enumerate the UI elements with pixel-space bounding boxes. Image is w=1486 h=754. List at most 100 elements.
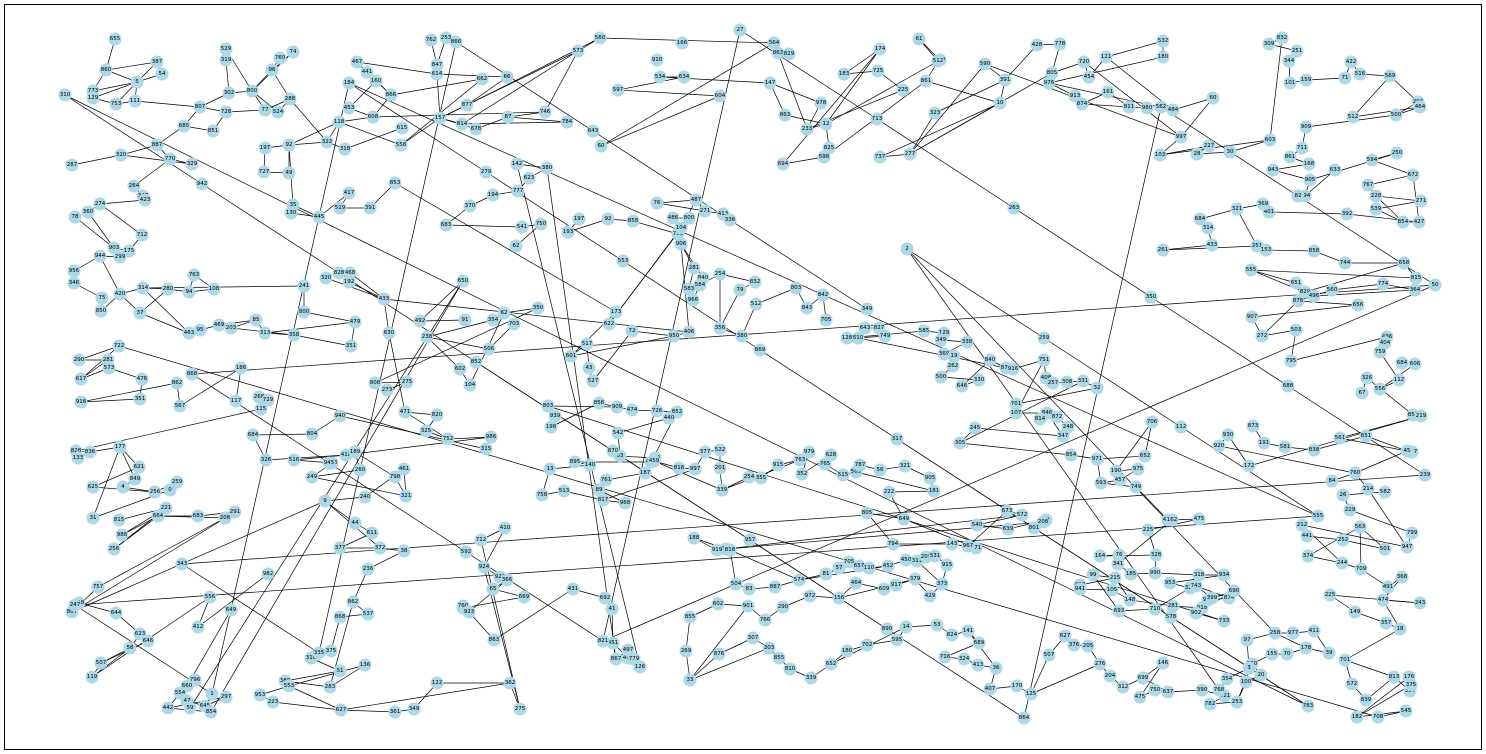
node-circle bbox=[224, 321, 238, 335]
graph-node: 849 bbox=[128, 472, 142, 486]
node-circle bbox=[1361, 482, 1375, 496]
graph-node: 744 bbox=[1338, 256, 1352, 270]
graph-node: 627 bbox=[1058, 629, 1072, 643]
graph-edge bbox=[447, 436, 492, 440]
node-circle bbox=[1075, 97, 1089, 111]
graph-node: 685 bbox=[177, 119, 191, 133]
node-circle bbox=[599, 473, 613, 487]
graph-edge bbox=[1023, 106, 1162, 719]
node-circle bbox=[1390, 146, 1404, 160]
node-label: 279 bbox=[481, 169, 492, 175]
graph-node: 512 bbox=[1346, 110, 1360, 124]
node-label: 750 bbox=[1150, 687, 1161, 693]
node-label: 853 bbox=[390, 180, 401, 186]
node-circle bbox=[99, 63, 113, 77]
node-label: 564 bbox=[769, 40, 780, 46]
node-circle bbox=[218, 511, 232, 525]
node-label: 10 bbox=[997, 100, 1004, 106]
node-circle bbox=[342, 275, 356, 289]
node-label: 804 bbox=[307, 431, 318, 437]
node-label: 977 bbox=[1288, 630, 1299, 636]
node-label: 651 bbox=[1361, 433, 1372, 439]
node-circle bbox=[58, 88, 72, 102]
graph-node: 92 bbox=[282, 138, 296, 152]
node-circle bbox=[249, 313, 263, 327]
graph-node: 321 bbox=[898, 459, 912, 473]
node-circle bbox=[1045, 66, 1059, 80]
node-circle bbox=[273, 51, 287, 65]
graph-node: 222 bbox=[882, 485, 896, 499]
node-circle bbox=[989, 661, 1003, 675]
node-label: 103 bbox=[1155, 152, 1166, 158]
node-label: 153 bbox=[1261, 247, 1272, 253]
node-circle bbox=[193, 100, 207, 114]
graph-node: 84 bbox=[1325, 474, 1339, 488]
node-label: 291 bbox=[230, 509, 241, 515]
graph-edge bbox=[91, 647, 131, 678]
graph-node: 572 bbox=[1345, 677, 1359, 691]
node-label: 100 bbox=[1241, 679, 1252, 685]
node-circle bbox=[112, 513, 126, 527]
node-circle bbox=[1359, 429, 1373, 443]
node-label: 287 bbox=[67, 162, 78, 168]
node-label: 339 bbox=[806, 675, 817, 681]
node-circle bbox=[1042, 76, 1056, 90]
graph-edge bbox=[445, 224, 523, 228]
graph-node: 582 bbox=[1378, 485, 1392, 499]
node-label: 906 bbox=[676, 241, 687, 247]
graph-edge bbox=[838, 578, 916, 599]
graph-node: 354 bbox=[1220, 672, 1234, 686]
node-label: 825 bbox=[824, 145, 835, 151]
graph-edge bbox=[201, 183, 340, 274]
node-label: 325 bbox=[421, 428, 432, 434]
node-label: 507 bbox=[1044, 652, 1055, 658]
graph-node: 578 bbox=[1164, 610, 1178, 624]
graph-edge bbox=[436, 73, 441, 119]
graph-edge bbox=[1117, 519, 1173, 565]
node-label: 65 bbox=[490, 586, 497, 592]
graph-node: 251 bbox=[1290, 44, 1304, 58]
node-circle bbox=[460, 98, 474, 112]
graph-node: 656 bbox=[1351, 298, 1365, 312]
graph-node: 331 bbox=[1076, 374, 1090, 388]
node-label: 79 bbox=[737, 287, 744, 293]
node-label: 869 bbox=[755, 347, 766, 353]
graph-node: 787 bbox=[853, 458, 867, 472]
node-circle bbox=[937, 347, 951, 361]
node-label: 174 bbox=[875, 46, 886, 52]
node-circle bbox=[130, 75, 144, 89]
node-circle bbox=[1289, 276, 1303, 290]
node-label: 450 bbox=[901, 557, 912, 563]
graph-node: 639 bbox=[1001, 522, 1015, 536]
node-label: 672 bbox=[1408, 172, 1419, 178]
graph-node: 800 bbox=[297, 305, 311, 319]
graph-node: 537 bbox=[361, 607, 375, 621]
graph-node: 475 bbox=[1192, 512, 1206, 526]
node-circle bbox=[102, 361, 116, 375]
node-circle bbox=[148, 485, 162, 499]
node-label: 783 bbox=[1303, 703, 1314, 709]
graph-node: 463 bbox=[182, 326, 196, 340]
graph-node: 701 bbox=[1338, 653, 1352, 667]
node-circle bbox=[978, 57, 992, 71]
node-circle bbox=[67, 276, 81, 290]
graph-node: 782 bbox=[1203, 697, 1217, 711]
node-label: 868 bbox=[187, 371, 198, 377]
node-label: 846 bbox=[1042, 410, 1053, 416]
graph-edge bbox=[113, 515, 159, 550]
node-circle bbox=[778, 108, 792, 122]
graph-node: 873 bbox=[1246, 419, 1260, 433]
graph-node: 811 bbox=[1122, 100, 1136, 114]
node-circle bbox=[1192, 512, 1206, 526]
node-circle bbox=[638, 466, 652, 480]
node-circle bbox=[1428, 278, 1442, 292]
node-label: 874 bbox=[1077, 101, 1088, 107]
graph-node: 412 bbox=[191, 620, 205, 634]
graph-node: 749 bbox=[1129, 480, 1143, 494]
node-circle bbox=[1223, 145, 1237, 159]
node-circle bbox=[163, 152, 177, 166]
graph-node: 174 bbox=[873, 42, 887, 56]
node-label: 710 bbox=[1150, 606, 1161, 612]
node-circle bbox=[742, 582, 756, 596]
graph-edge bbox=[426, 336, 490, 350]
